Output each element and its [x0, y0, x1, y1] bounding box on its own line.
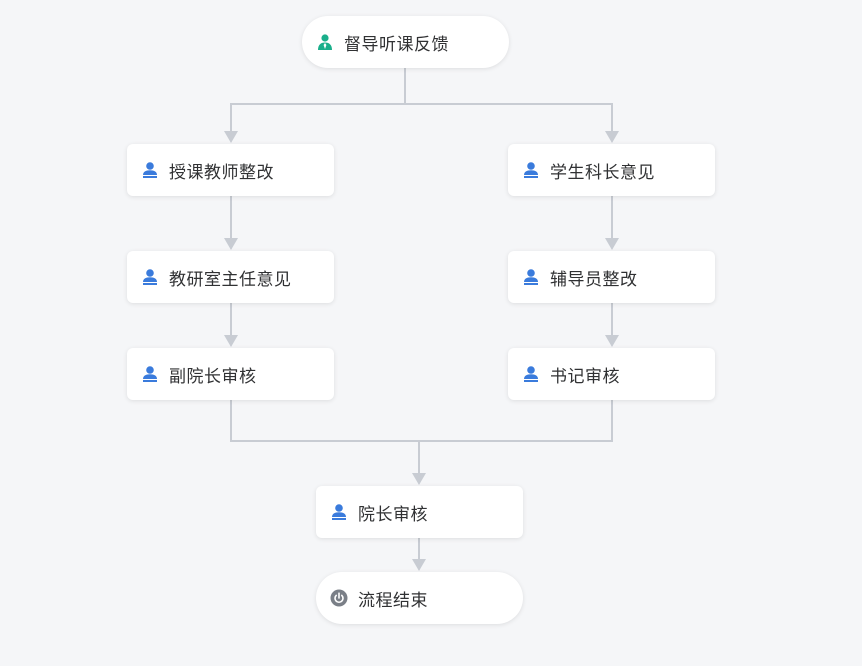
user-icon — [141, 161, 159, 179]
arrowhead — [605, 335, 619, 347]
arrowhead — [605, 131, 619, 143]
node-secretary-review[interactable]: 书记审核 — [508, 348, 715, 400]
user-icon — [522, 268, 540, 286]
node-label: 督导听课反馈 — [344, 34, 449, 55]
power-icon — [330, 589, 348, 607]
user-icon — [330, 503, 348, 521]
user-tie-icon — [316, 33, 334, 51]
arrowhead — [224, 238, 238, 250]
arrowhead — [605, 238, 619, 250]
node-label: 流程结束 — [358, 590, 428, 611]
node-label: 教研室主任意见 — [169, 269, 292, 290]
node-label: 辅导员整改 — [550, 269, 638, 290]
node-label: 授课教师整改 — [169, 162, 274, 183]
node-label: 院长审核 — [358, 504, 428, 525]
arrowhead — [224, 131, 238, 143]
node-counselor-rectify[interactable]: 辅导员整改 — [508, 251, 715, 303]
user-icon — [141, 268, 159, 286]
node-start[interactable]: 督导听课反馈 — [302, 16, 509, 68]
node-label: 学生科长意见 — [550, 162, 655, 183]
arrowhead — [412, 559, 426, 571]
node-teacher-rectify[interactable]: 授课教师整改 — [127, 144, 334, 196]
node-vice-dean-review[interactable]: 副院长审核 — [127, 348, 334, 400]
user-icon — [522, 365, 540, 383]
node-section-chief-opinion[interactable]: 学生科长意见 — [508, 144, 715, 196]
user-icon — [141, 365, 159, 383]
arrowhead — [412, 473, 426, 485]
node-label: 副院长审核 — [169, 366, 257, 387]
node-label: 书记审核 — [550, 366, 620, 387]
node-end[interactable]: 流程结束 — [316, 572, 523, 624]
arrowhead — [224, 335, 238, 347]
user-icon — [522, 161, 540, 179]
node-dean-review[interactable]: 院长审核 — [316, 486, 523, 538]
connector-merge — [230, 399, 613, 474]
connector-start-split — [230, 67, 613, 132]
node-research-director-opinion[interactable]: 教研室主任意见 — [127, 251, 334, 303]
